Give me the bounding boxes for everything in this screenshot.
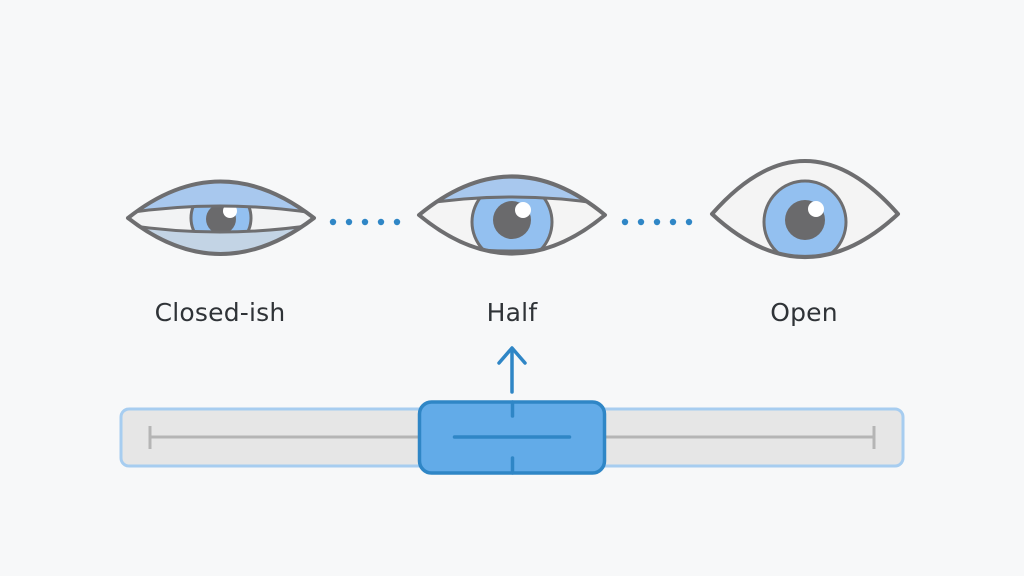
connector-dots-right [621, 218, 693, 226]
connector-dots-left [329, 218, 401, 226]
label-open: Open [770, 298, 838, 327]
eye-closed-ish-icon [126, 179, 316, 256]
eye-half-icon [417, 174, 607, 256]
arrow-up-icon [497, 346, 527, 394]
label-closed-ish: Closed-ish [154, 298, 286, 327]
openness-slider[interactable] [119, 400, 905, 475]
label-half: Half [486, 298, 538, 327]
eye-open-icon [710, 159, 900, 259]
slider-thumb[interactable] [417, 400, 607, 475]
